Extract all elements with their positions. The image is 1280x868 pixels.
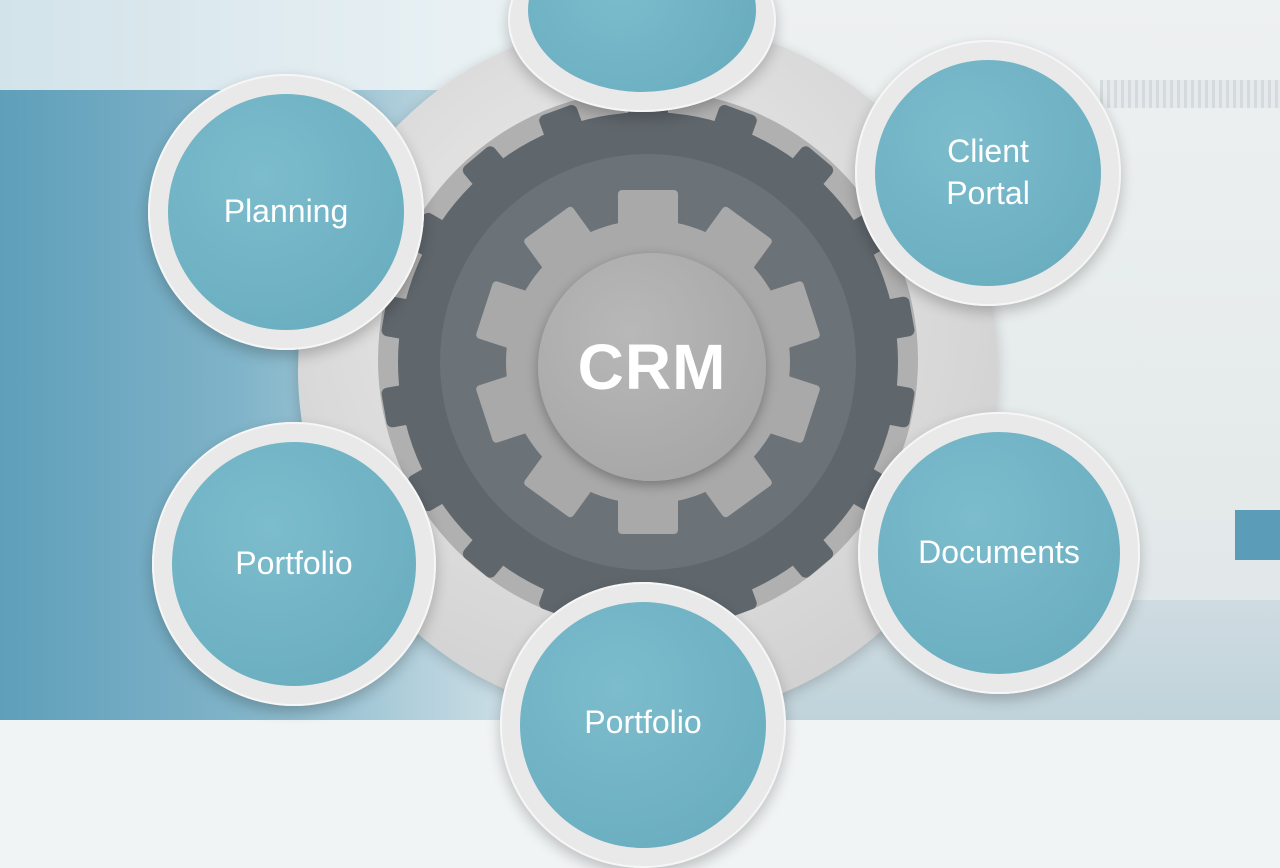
node-client-portal[interactable]: Client Portal: [855, 40, 1121, 306]
inner-gear-tooth: [700, 449, 772, 518]
background-vent: [1100, 80, 1280, 108]
node-client-portal-label: Client Portal: [946, 133, 1030, 211]
inner-gear-tooth: [524, 206, 596, 275]
node-planning-label: Planning: [223, 193, 349, 230]
node-portfolio-bottom[interactable]: Portfolio: [500, 582, 786, 868]
inner-gear-tooth: [700, 206, 772, 275]
node-documents-label: Documents: [918, 534, 1080, 571]
node-portfolio-left[interactable]: Portfolio: [152, 422, 436, 706]
crm-hub[interactable]: CRM: [538, 253, 766, 481]
node-documents[interactable]: Documents: [858, 412, 1140, 694]
node-portfolio-bottom-label: Portfolio: [584, 704, 702, 740]
node-planning[interactable]: Planning: [148, 74, 424, 350]
inner-gear-tooth: [524, 449, 596, 518]
crm-hub-label: CRM: [577, 331, 727, 403]
crm-diagram: CRM Client Portal Documents Portfolio Po…: [148, 0, 1140, 868]
node-portfolio-left-label: Portfolio: [235, 545, 353, 582]
background-chair: [1235, 510, 1280, 560]
